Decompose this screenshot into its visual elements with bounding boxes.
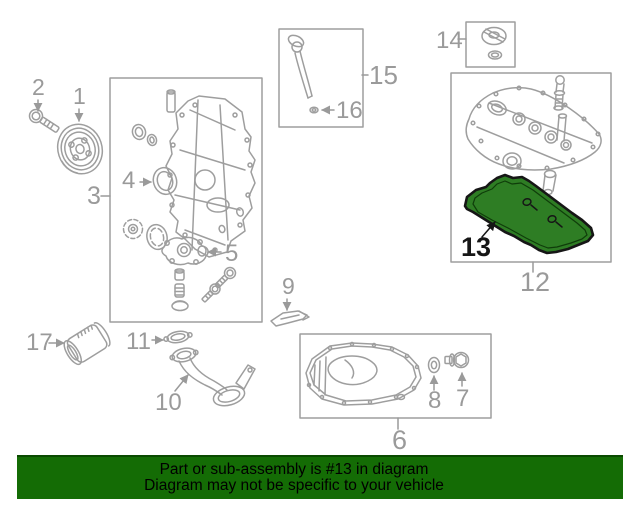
part-label-7[interactable]: 7	[456, 385, 469, 412]
dipstick-oring-art	[309, 106, 319, 114]
banner-line-1: Part or sub-assembly is #13 in diagram	[159, 460, 429, 478]
part-label-2[interactable]: 2	[32, 74, 45, 100]
part-label-14[interactable]: 14	[436, 27, 463, 54]
part-label-12[interactable]: 12	[520, 267, 550, 297]
highlighted-part-13-valve-cover-gasket[interactable]	[463, 173, 595, 255]
highlight-banner: Part or sub-assembly is #13 in diagram D…	[17, 455, 623, 499]
bracket-art	[270, 310, 310, 327]
dipstick-box	[278, 28, 364, 128]
part-label-3[interactable]: 3	[87, 182, 101, 210]
part-label-11[interactable]: 11	[126, 328, 151, 355]
part-label-1[interactable]: 1	[73, 83, 86, 109]
part-label-4[interactable]: 4	[122, 167, 135, 194]
part-label-13[interactable]: 13	[461, 232, 491, 262]
valve-cover-box	[450, 72, 612, 263]
drain-plug-art	[444, 351, 470, 369]
oil-pan-box	[299, 333, 492, 419]
part-label-16[interactable]: 16	[336, 97, 363, 124]
banner-line-2: Diagram may not be specific to your vehi…	[144, 477, 444, 494]
filler-cap-box	[465, 21, 516, 68]
pickup-gasket-art	[163, 330, 193, 344]
part-label-10[interactable]: 10	[155, 389, 182, 416]
part-label-6[interactable]: 6	[392, 425, 407, 455]
part-label-9[interactable]: 9	[282, 273, 295, 299]
drain-plug-gasket-art	[427, 356, 441, 374]
crank-pulley-art	[56, 123, 104, 175]
oil-pickup-art	[169, 347, 256, 407]
part-label-8[interactable]: 8	[428, 387, 441, 414]
part-label-15[interactable]: 15	[369, 60, 398, 90]
crank-bolt-art	[28, 108, 60, 133]
part-label-5[interactable]: 5	[225, 240, 238, 267]
timing-cover-box	[109, 77, 263, 323]
oil-filter-art	[63, 322, 111, 366]
part-labels: 1 2 3 4 5 6 7 8 9 10 11 12 13 14 15 16 1…	[26, 27, 550, 455]
part-label-17[interactable]: 17	[26, 329, 53, 356]
leader-lines	[33, 38, 534, 430]
